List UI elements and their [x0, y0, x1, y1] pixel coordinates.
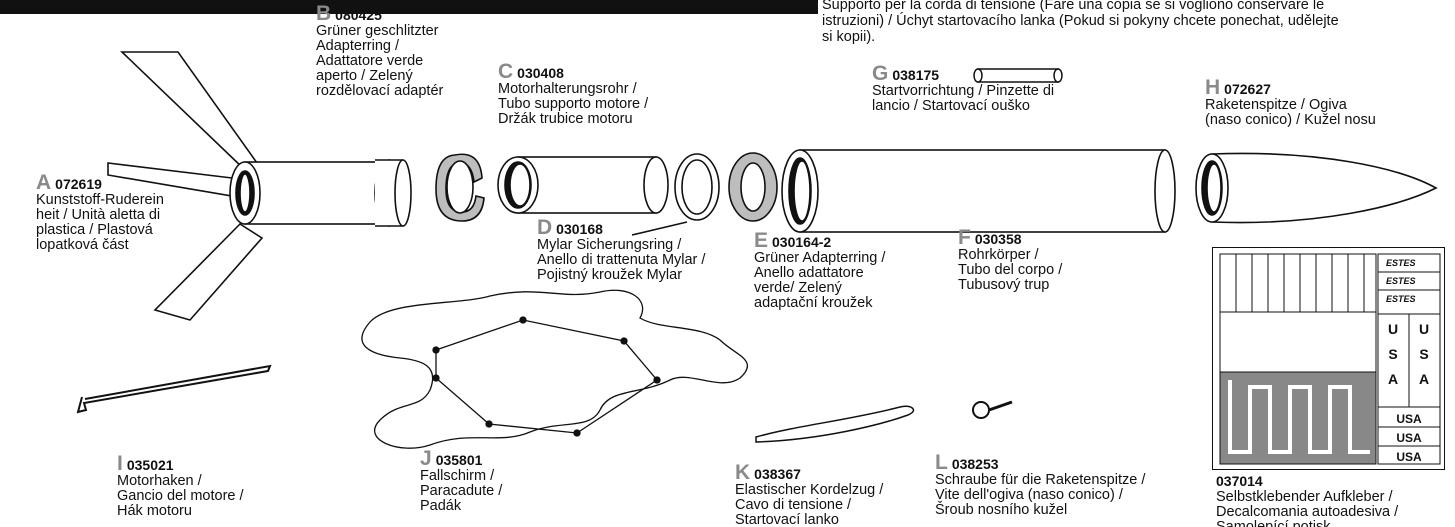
decal-estes-3: ESTES [1386, 294, 1416, 304]
shock-cord-illustration [756, 406, 913, 442]
decal-usa-v2-u: U [1419, 321, 1429, 337]
decal-usa-v2-s: S [1419, 346, 1428, 362]
decal-usa-h2: USA [1396, 431, 1422, 445]
decal-usa-v1-u: U [1388, 321, 1398, 337]
adapter-ring-illustration [729, 153, 777, 221]
nose-cone-illustration [1196, 153, 1436, 222]
decal-usa-v1-s: S [1388, 346, 1397, 362]
decal-label: 037014 Selbstklebender Aufkleber / Decal… [1216, 474, 1398, 527]
engine-tube-illustration [498, 157, 668, 213]
decal-usa-h3: USA [1396, 450, 1422, 464]
engine-hook-illustration [78, 366, 270, 412]
slotted-ring-illustration [436, 154, 484, 221]
decal-usa-h1: USA [1396, 412, 1422, 426]
decal-usa-v1-a: A [1388, 371, 1398, 387]
decal-sheet: ESTES ESTES ESTES U S A U S A USA USA US… [1212, 247, 1445, 470]
decal-estes-2: ESTES [1386, 276, 1416, 286]
body-tube-illustration [782, 150, 1175, 232]
decal-estes-1: ESTES [1386, 258, 1416, 268]
screw-eye-illustration [973, 402, 1012, 418]
decal-usa-v2-a: A [1419, 371, 1429, 387]
parachute-illustration [362, 290, 747, 448]
